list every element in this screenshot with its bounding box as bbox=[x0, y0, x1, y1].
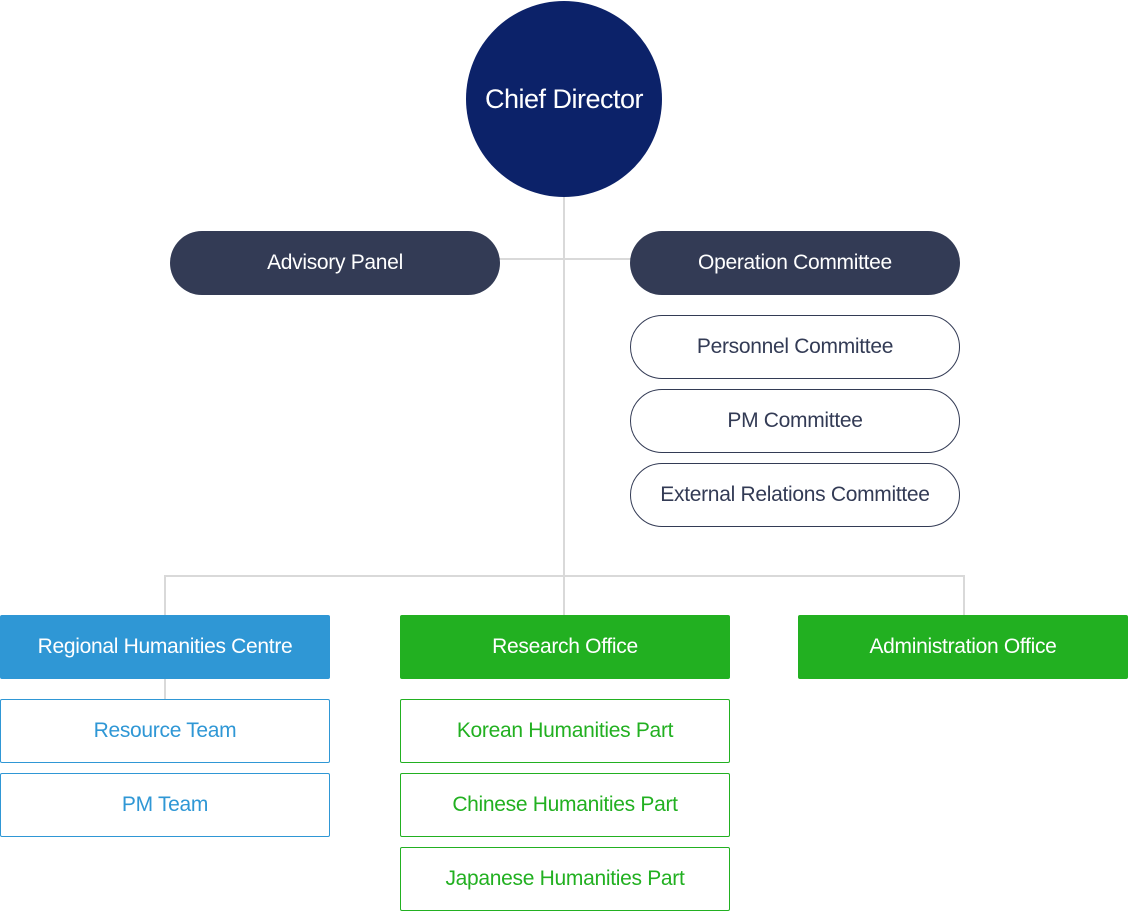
research-part-node: Chinese Humanities Part bbox=[400, 773, 730, 837]
administration-office-label: Administration Office bbox=[869, 635, 1057, 658]
connector-drop-administration bbox=[963, 575, 965, 616]
operation-committee-node: Operation Committee bbox=[630, 231, 960, 295]
research-part-label: Korean Humanities Part bbox=[456, 719, 674, 742]
research-part-label: Chinese Humanities Part bbox=[452, 793, 678, 816]
chief-director-node: Chief Director bbox=[466, 1, 662, 197]
connector-regional-teams bbox=[164, 678, 166, 700]
committee-node: External Relations Committee bbox=[630, 463, 960, 527]
advisory-panel-node: Advisory Panel bbox=[170, 231, 500, 295]
team-label: PM Team bbox=[121, 793, 209, 816]
team-node: Resource Team bbox=[0, 699, 330, 763]
connector-side-branch bbox=[498, 258, 632, 260]
research-part-label: Japanese Humanities Part bbox=[445, 867, 685, 890]
regional-humanities-centre-node: Regional Humanities Centre bbox=[0, 615, 330, 679]
committee-label: External Relations Committee bbox=[660, 483, 930, 506]
committee-node: Personnel Committee bbox=[630, 315, 960, 379]
advisory-panel-label: Advisory Panel bbox=[267, 251, 403, 274]
regional-humanities-centre-label: Regional Humanities Centre bbox=[37, 635, 293, 658]
research-part-node: Japanese Humanities Part bbox=[400, 847, 730, 911]
connector-department-bus bbox=[164, 575, 965, 577]
research-office-node: Research Office bbox=[400, 615, 730, 679]
committee-label: Personnel Committee bbox=[696, 335, 894, 358]
connector-trunk bbox=[563, 196, 565, 616]
committee-label: PM Committee bbox=[727, 409, 863, 432]
team-node: PM Team bbox=[0, 773, 330, 837]
chief-director-label: Chief Director bbox=[484, 83, 644, 114]
research-office-label: Research Office bbox=[492, 635, 638, 658]
connector-drop-regional bbox=[164, 575, 166, 616]
operation-committee-label: Operation Committee bbox=[698, 251, 892, 274]
committee-node: PM Committee bbox=[630, 389, 960, 453]
administration-office-node: Administration Office bbox=[798, 615, 1128, 679]
team-label: Resource Team bbox=[93, 719, 237, 742]
research-part-node: Korean Humanities Part bbox=[400, 699, 730, 763]
